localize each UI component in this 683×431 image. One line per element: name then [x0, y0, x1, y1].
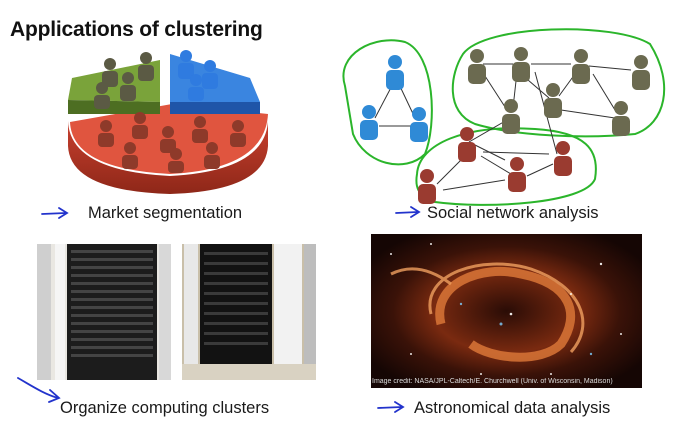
astronomical-caption: Astronomical data analysis: [414, 399, 611, 417]
computing-clusters-caption: Organize computing clusters: [60, 399, 270, 417]
handwritten-arrow-icon: [41, 207, 69, 219]
nebula-image: [371, 234, 642, 388]
image-credit: Image credit: NASA/JPL-Caltech/E. Church…: [372, 378, 613, 385]
handwritten-arrow-icon: [17, 377, 61, 403]
market-segmentation-caption: Market segmentation: [88, 204, 243, 222]
slide-title: Applications of clustering: [10, 18, 263, 41]
market-segmentation-image: [68, 50, 268, 194]
handwritten-arrow-icon: [377, 401, 405, 413]
handwritten-arrow-icon: [395, 206, 421, 218]
social-network-caption: Social network analysis: [427, 204, 599, 222]
server-rack-photo-right: [182, 244, 316, 380]
server-rack-photo-left: [37, 244, 171, 380]
social-network-image: [342, 28, 666, 206]
